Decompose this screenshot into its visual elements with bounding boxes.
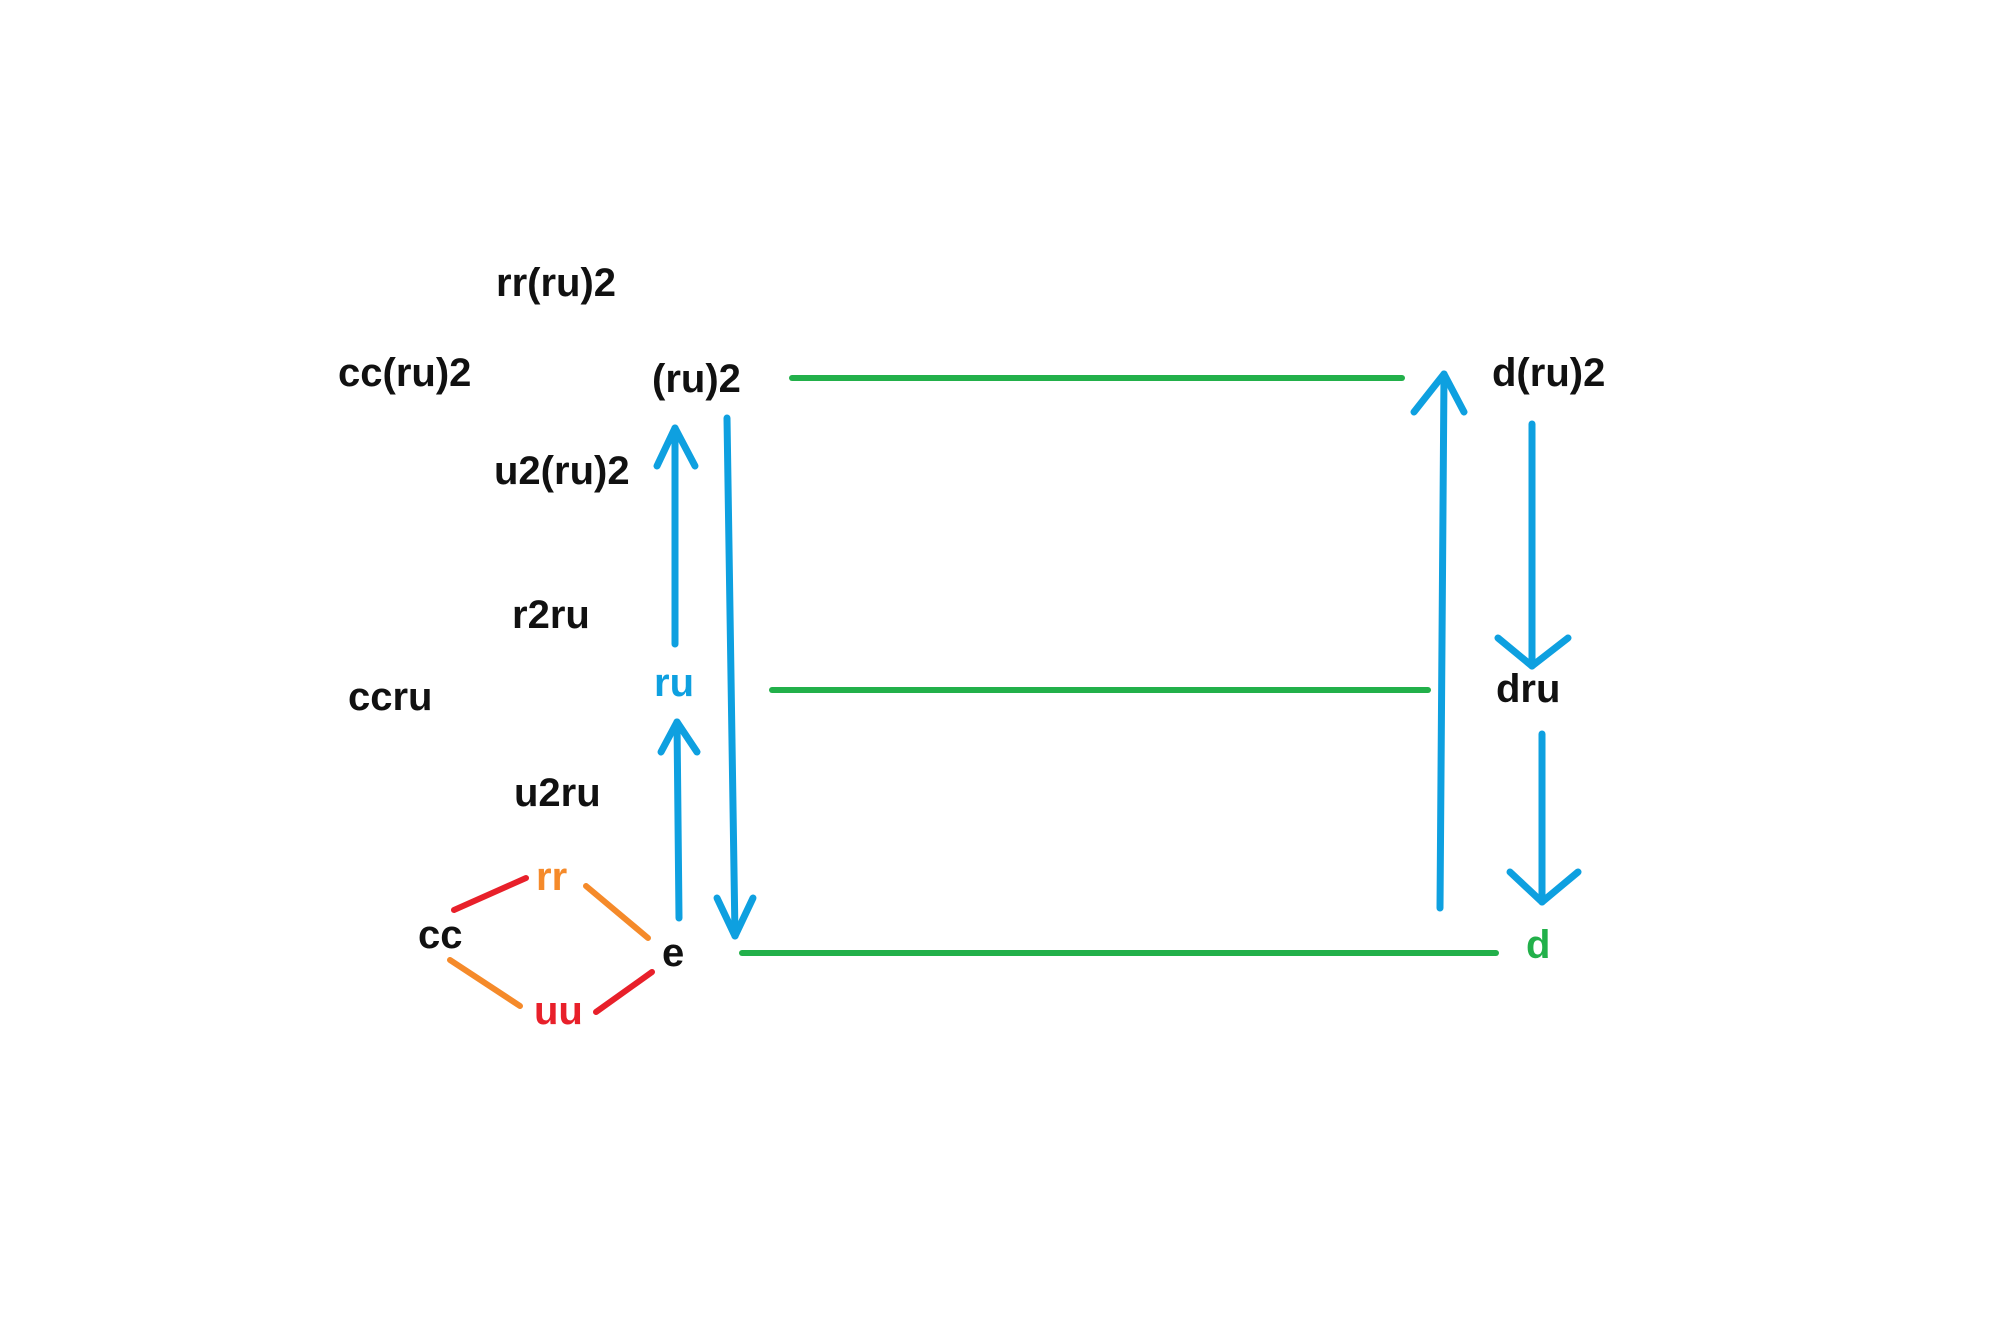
label-uu: uu xyxy=(534,989,583,1033)
edge-uu-e xyxy=(593,969,655,1015)
arrow-d-ru2-to-dru xyxy=(1494,420,1572,670)
edge-rr-e xyxy=(583,883,651,941)
label-d-ru2: d(ru)2 xyxy=(1492,351,1605,395)
arrow-up-to-d-ru2 xyxy=(1410,370,1468,912)
arrow-e-to-ru xyxy=(657,718,701,922)
label-r2ru: r2ru xyxy=(512,593,590,637)
arrow-ru2-to-e xyxy=(713,414,757,940)
label-e: e xyxy=(662,931,684,975)
label-ru: ru xyxy=(654,661,694,705)
label-u2ru: u2ru xyxy=(514,771,601,815)
label-dru: dru xyxy=(1496,667,1560,711)
label-ccru: ccru xyxy=(348,675,433,719)
diamond-edges xyxy=(447,875,655,1015)
label-rr: rr xyxy=(536,855,567,899)
label-d: d xyxy=(1526,923,1550,967)
blue-arrows xyxy=(653,370,1582,940)
green-edges xyxy=(739,375,1499,956)
arrow-dru-to-d xyxy=(1506,730,1582,906)
label-u2-ru2: u2(ru)2 xyxy=(494,449,630,493)
arrow-ru-to-ru2 xyxy=(653,424,699,648)
label-ru2: (ru)2 xyxy=(652,357,741,401)
label-cc: cc xyxy=(418,913,463,957)
edge-cc-uu xyxy=(447,957,523,1009)
label-cc-ru2: cc(ru)2 xyxy=(338,351,471,395)
label-rr-ru2: rr(ru)2 xyxy=(496,261,616,305)
node-labels: rr(ru)2 cc(ru)2 (ru)2 d(ru)2 u2(ru)2 r2r… xyxy=(338,261,1605,1033)
edge-cc-rr xyxy=(451,875,529,913)
